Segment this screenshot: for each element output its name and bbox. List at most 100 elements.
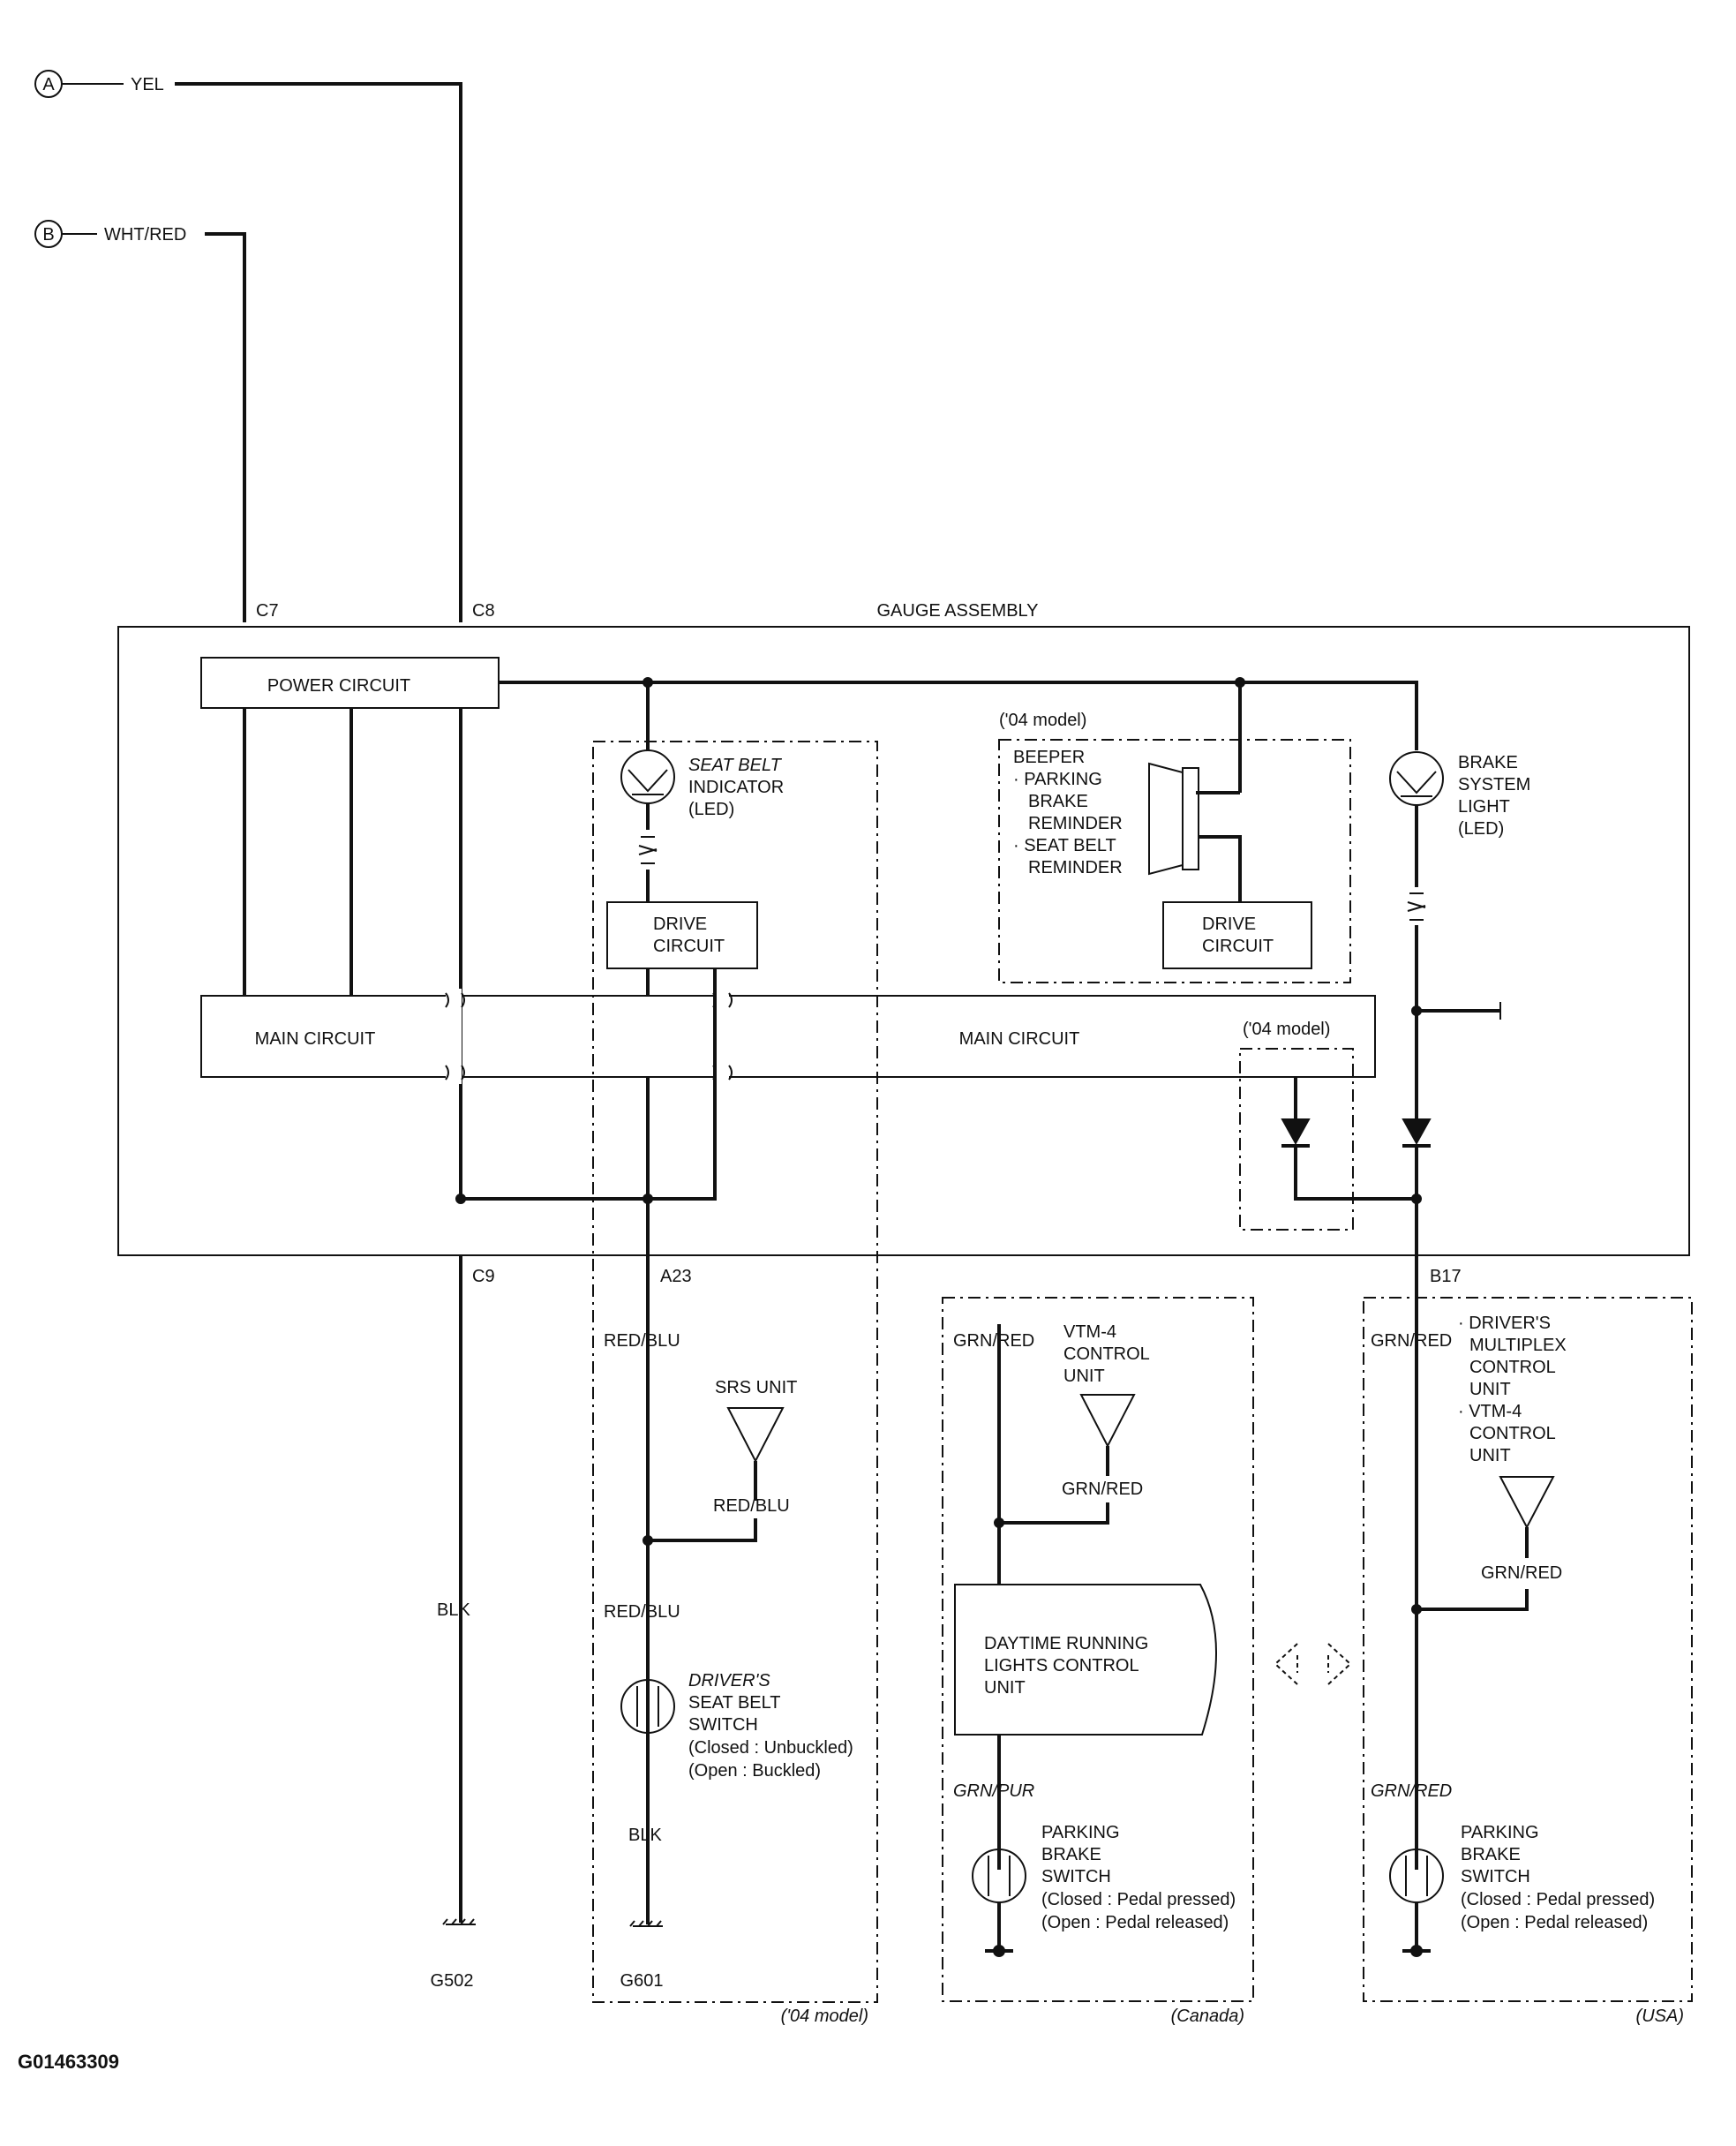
variant-canada: (Canada) — [1171, 2007, 1244, 2026]
double-arrow-icon — [1274, 1643, 1352, 1685]
vtm-canada-line3: UNIT — [1063, 1367, 1105, 1386]
connector-a: A YEL — [34, 70, 462, 622]
speaker-icon — [1148, 762, 1199, 876]
parking-usa-line2: BRAKE — [1461, 1845, 1521, 1864]
parking-canada-line4: (Closed : Pedal pressed) — [1041, 1890, 1236, 1909]
pin-a23: A23 — [660, 1267, 692, 1286]
drive-circuit-beeper-line1: DRIVE — [1202, 915, 1256, 934]
srs-unit-label: SRS UNIT — [715, 1378, 797, 1397]
drive-circuit-beeper-line2: CIRCUIT — [1202, 937, 1274, 956]
wire-label-yel: YEL — [131, 75, 164, 94]
diode-icon — [1281, 1118, 1311, 1146]
usa-units-line4: UNIT — [1469, 1380, 1511, 1399]
usa-units-line7: UNIT — [1469, 1446, 1511, 1465]
diode-region — [1239, 1048, 1354, 1231]
canada-region — [942, 1297, 1254, 2002]
parking-usa-line5: (Open : Pedal released) — [1461, 1913, 1648, 1932]
seat-belt-switch-line1: DRIVER'S — [688, 1671, 770, 1690]
gauge-assembly-frame — [117, 626, 1690, 1256]
usa-units-icon — [1499, 1476, 1555, 1530]
ground-g502: G502 — [431, 1971, 474, 1991]
beeper-line4: REMINDER — [1028, 814, 1123, 833]
wire-label-wht-red: WHT/RED — [104, 225, 186, 245]
parking-usa-line3: SWITCH — [1461, 1867, 1530, 1886]
wire-label-red-blu-1: RED/BLU — [604, 1331, 680, 1351]
wire-label-grn-pur: GRN/PUR — [953, 1781, 1034, 1801]
wire-label-red-blu-2: RED/BLU — [713, 1496, 790, 1516]
pin-c9: C9 — [472, 1267, 495, 1286]
wire-label-grn-red-usa: GRN/RED — [1371, 1331, 1452, 1351]
parking-usa-line1: PARKING — [1461, 1823, 1539, 1842]
drl-unit-line3: UNIT — [984, 1678, 1026, 1698]
parking-usa-line4: (Closed : Pedal pressed) — [1461, 1890, 1655, 1909]
wire-wht-red — [205, 232, 246, 622]
main-circuit-left-label: MAIN CIRCUIT — [255, 1029, 376, 1049]
ground-icon-g601 — [629, 1920, 663, 1927]
gauge-assembly-label: GAUGE ASSEMBLY — [876, 601, 1038, 621]
wire-label-grn-red-usa2: GRN/RED — [1481, 1563, 1562, 1583]
drive-circuit-beeper — [1162, 901, 1312, 969]
pin-b17: B17 — [1430, 1267, 1462, 1286]
parking-canada-line5: (Open : Pedal released) — [1041, 1913, 1229, 1932]
drive-circuit-seatbelt-line2: CIRCUIT — [653, 937, 725, 956]
brake-light-line3: LIGHT — [1458, 797, 1510, 817]
vtm-canada-icon — [1079, 1394, 1136, 1449]
wire-label-grn-red-usa3: GRN/RED — [1371, 1781, 1452, 1801]
connector-b-letter: B — [42, 225, 54, 245]
usa-units-line5: · VTM-4 — [1458, 1402, 1522, 1421]
usa-units-line2: MULTIPLEX — [1469, 1336, 1567, 1355]
usa-units-line6: CONTROL — [1469, 1424, 1556, 1443]
power-bus — [499, 681, 1418, 750]
ground-icon-g502 — [442, 1918, 476, 1925]
connector-a-letter: A — [42, 75, 55, 94]
seat-belt-switch-line5: (Open : Buckled) — [688, 1761, 821, 1781]
beeper-line5: · SEAT BELT — [1013, 836, 1116, 855]
drl-unit-line2: LIGHTS CONTROL — [984, 1656, 1139, 1675]
usa-region — [1363, 1297, 1693, 2002]
wire-yel — [175, 82, 462, 622]
parking-canada-line2: BRAKE — [1041, 1845, 1101, 1864]
beeper-model-label: ('04 model) — [999, 711, 1086, 730]
seat-belt-indicator-line2: INDICATOR — [688, 778, 784, 797]
variant-model04: ('04 model) — [781, 2007, 868, 2026]
pin-c7: C7 — [256, 601, 279, 621]
main-circuit-right-label: MAIN CIRCUIT — [959, 1029, 1080, 1049]
seat-belt-indicator-line3: (LED) — [688, 800, 734, 819]
figure-id: G01463309 — [18, 2051, 119, 2073]
beeper-line6: REMINDER — [1028, 858, 1123, 877]
wire-label-grn-red-vtm: GRN/RED — [1062, 1480, 1143, 1499]
srs-unit-icon — [726, 1407, 785, 1464]
ground-g601: G601 — [620, 1971, 664, 1991]
model04-seatbelt-region — [592, 741, 878, 2003]
beeper-line1: BEEPER — [1013, 748, 1085, 767]
main-circuit-box — [200, 995, 1376, 1078]
connector-b: B WHT/RED — [34, 220, 246, 622]
beeper-line2: · PARKING — [1013, 770, 1102, 789]
drive-circuit-seatbelt-line1: DRIVE — [653, 915, 707, 934]
variant-usa: (USA) — [1636, 2007, 1684, 2026]
usa-units-line1: · DRIVER'S — [1458, 1314, 1551, 1333]
parking-canada-line3: SWITCH — [1041, 1867, 1111, 1886]
seat-belt-indicator-line1: SEAT BELT — [688, 756, 783, 775]
drl-unit-box — [954, 1584, 1217, 1736]
parking-canada-line1: PARKING — [1041, 1823, 1120, 1842]
wire-label-red-blu-3: RED/BLU — [604, 1602, 680, 1622]
vtm-canada-line1: VTM-4 — [1063, 1322, 1116, 1342]
seat-belt-led — [620, 749, 675, 804]
drive-circuit-seatbelt — [606, 901, 758, 969]
brake-light-line4: (LED) — [1458, 819, 1504, 839]
pin-c8: C8 — [472, 601, 495, 621]
power-circuit-label: POWER CIRCUIT — [267, 676, 410, 696]
diode-model-label: ('04 model) — [1243, 1020, 1330, 1039]
brake-light-line2: SYSTEM — [1458, 775, 1530, 794]
drl-unit-line1: DAYTIME RUNNING — [984, 1634, 1148, 1653]
beeper-line3: BRAKE — [1028, 792, 1088, 811]
wire-label-blk: BLK — [437, 1600, 470, 1620]
seat-belt-switch-line2: SEAT BELT — [688, 1693, 780, 1713]
beeper-region — [998, 739, 1351, 983]
seat-belt-switch-line3: SWITCH — [688, 1715, 758, 1735]
seat-belt-switch-icon — [620, 1679, 675, 1734]
brake-light-line1: BRAKE — [1458, 753, 1518, 772]
usa-units-line3: CONTROL — [1469, 1358, 1556, 1377]
